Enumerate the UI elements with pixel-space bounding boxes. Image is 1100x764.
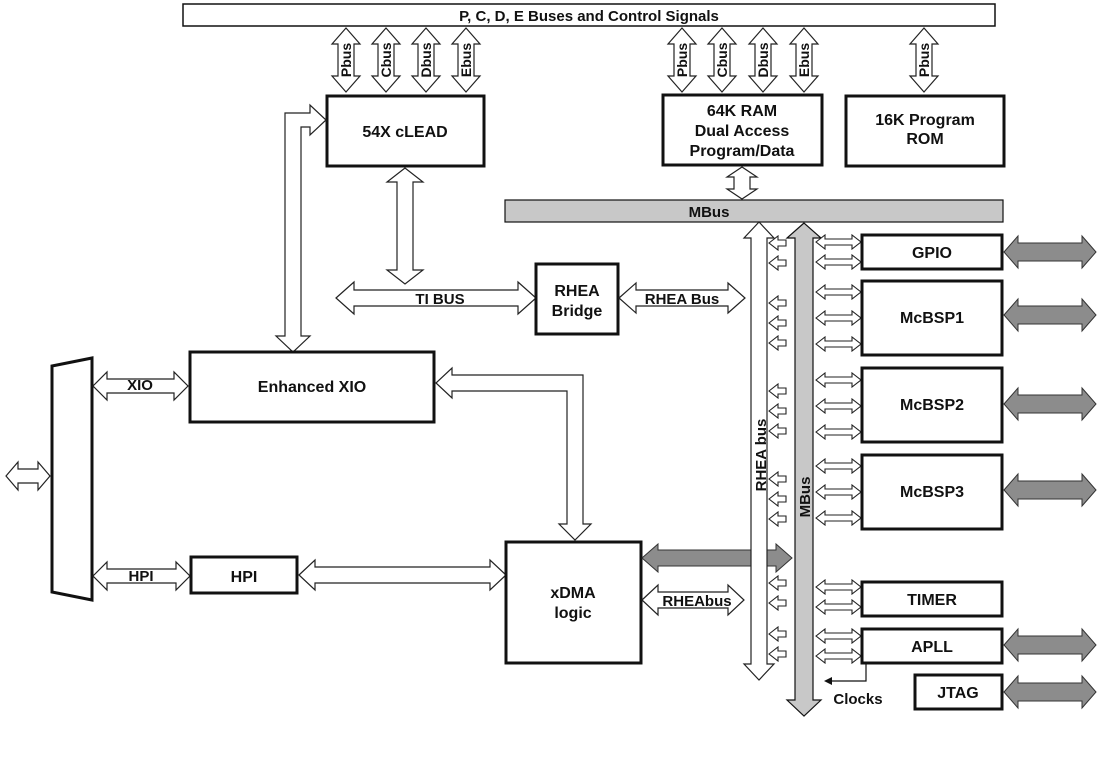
rhea-bridge-block: RHEA Bridge	[534, 262, 620, 336]
jtag-label: JTAG	[937, 685, 978, 702]
xio-xdma-arrow	[435, 366, 593, 541]
mcbsp3-block: McBSP3	[860, 453, 1004, 531]
gpio-label: GPIO	[912, 245, 952, 262]
enhanced-xio-label: Enhanced XIO	[258, 379, 366, 396]
clead-ebus-label: Ebus	[458, 43, 474, 77]
rom-label-line1: 16K Program	[875, 112, 975, 129]
hpi-link: HPI	[92, 560, 191, 592]
external-mux	[50, 356, 94, 602]
rhea-bridge-label-line1: RHEA	[554, 283, 600, 300]
ram-dbus-label: Dbus	[755, 42, 771, 77]
xdma-block: xDMA logic	[504, 540, 643, 665]
ti-bus: TI BUS	[335, 280, 537, 316]
hpi-block-label: HPI	[231, 569, 258, 586]
ram-mbus-arrow	[725, 166, 759, 200]
xio-clead-arrow	[274, 103, 327, 353]
ram-cbus-label: Cbus	[714, 42, 730, 77]
xdma-rheabus-link: RHEAbus	[641, 583, 745, 617]
rhea-bus-vertical-label: RHEA bus	[753, 419, 770, 492]
ram-label-line1: 64K RAM	[707, 103, 777, 120]
clead-tibus-arrow	[385, 167, 425, 285]
ti-bus-label: TI BUS	[415, 291, 464, 308]
clocks-label: Clocks	[833, 691, 882, 708]
rom-block: 16K Program ROM	[844, 94, 1006, 168]
ram-label-line3: Program/Data	[690, 143, 795, 160]
mbus-vertical: MBus	[785, 222, 823, 717]
rhea-bus-link: RHEA Bus	[618, 281, 746, 315]
apll-block: APLL	[860, 627, 1004, 665]
mbus-horizontal: MBus	[504, 199, 1004, 223]
rom-pbus-label: Pbus	[916, 43, 932, 77]
mcbsp3-label: McBSP3	[900, 484, 964, 501]
xio-link-label: XIO	[127, 377, 153, 394]
clead-block: 54X cLEAD	[325, 94, 486, 168]
ram-bus-arrows: Pbus Cbus Dbus Ebus	[666, 27, 820, 93]
rom-label-line2: ROM	[906, 131, 943, 148]
clead-dbus-label: Dbus	[418, 42, 434, 77]
timer-block: TIMER	[860, 580, 1004, 618]
hpi-link-label: HPI	[128, 568, 153, 585]
xdma-rheabus-label: RHEAbus	[662, 593, 731, 610]
rhea-bus-label: RHEA Bus	[645, 291, 719, 308]
gpio-block: GPIO	[860, 233, 1004, 271]
rhea-bridge-label-line2: Bridge	[552, 303, 603, 320]
rom-bus-arrow: Pbus	[908, 27, 940, 93]
xdma-mbus-arrow	[641, 542, 793, 574]
external-peripheral-arrows	[1003, 234, 1097, 710]
mcbsp2-block: McBSP2	[860, 366, 1004, 444]
peripheral-links	[768, 233, 862, 665]
clead-cbus-label: Cbus	[378, 42, 394, 77]
clead-pbus-label: Pbus	[338, 43, 354, 77]
xdma-label-line1: xDMA	[550, 585, 596, 602]
ram-pbus-label: Pbus	[674, 43, 690, 77]
mcbsp2-label: McBSP2	[900, 397, 964, 414]
ram-label-line2: Dual Access	[695, 123, 790, 140]
xdma-label-line2: logic	[554, 605, 591, 622]
clocks-signal: Clocks	[824, 664, 883, 708]
apll-label: APLL	[911, 639, 953, 656]
mbus-vertical-label: MBus	[797, 477, 814, 518]
enhanced-xio-block: Enhanced XIO	[188, 350, 436, 424]
jtag-block: JTAG	[913, 673, 1004, 711]
rhea-bus-vertical: RHEA bus	[742, 221, 776, 681]
xio-link: XIO	[92, 370, 189, 402]
hpi-xdma-arrow	[298, 558, 507, 592]
clead-label: 54X cLEAD	[362, 124, 447, 141]
control-signals-label: P, C, D, E Buses and Control Signals	[459, 8, 719, 25]
hpi-block: HPI	[189, 555, 299, 595]
ram-block: 64K RAM Dual Access Program/Data	[661, 93, 824, 167]
mbus-horizontal-label: MBus	[689, 204, 730, 221]
timer-label: TIMER	[907, 592, 957, 609]
ram-ebus-label: Ebus	[796, 43, 812, 77]
control-signals-bus: P, C, D, E Buses and Control Signals	[182, 3, 996, 27]
clead-bus-arrows: Pbus Cbus Dbus Ebus	[330, 27, 482, 93]
external-interface-arrow	[5, 460, 51, 492]
mcbsp1-block: McBSP1	[860, 279, 1004, 357]
mcbsp1-label: McBSP1	[900, 310, 964, 327]
